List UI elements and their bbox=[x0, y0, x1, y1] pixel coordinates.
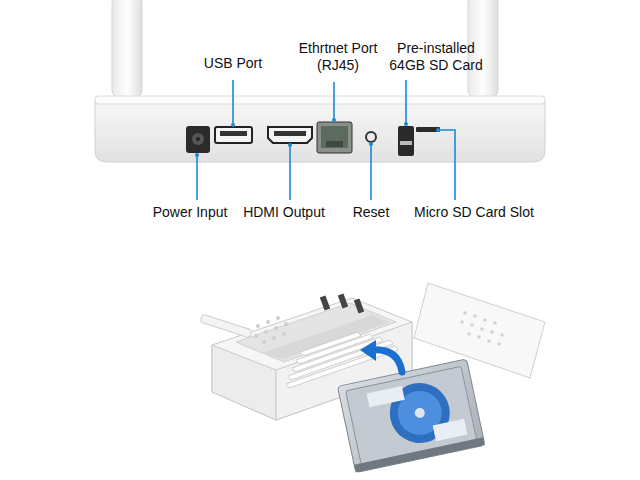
button-label: Reset bbox=[336, 204, 406, 221]
port-label: HDMI Output bbox=[229, 204, 339, 221]
label-holder: Micro SD Card Slot bbox=[399, 204, 549, 221]
label-holder: USB Port bbox=[178, 55, 288, 72]
label-holder: Ethrtnet Port (RJ45) bbox=[288, 40, 388, 74]
slot-label: Micro SD Card Slot bbox=[399, 204, 549, 221]
label-holder: Reset bbox=[336, 204, 406, 221]
port-label: Power Input bbox=[135, 204, 245, 221]
label-holder: HDMI Output bbox=[229, 204, 339, 221]
port-label: USB Port bbox=[178, 55, 288, 72]
label-holder: Power Input bbox=[135, 204, 245, 221]
port-label: Ethrtnet Port (RJ45) bbox=[288, 40, 388, 74]
label-holder: Pre-installed 64GB SD Card bbox=[384, 40, 488, 74]
card-label: Pre-installed 64GB SD Card bbox=[384, 40, 488, 74]
